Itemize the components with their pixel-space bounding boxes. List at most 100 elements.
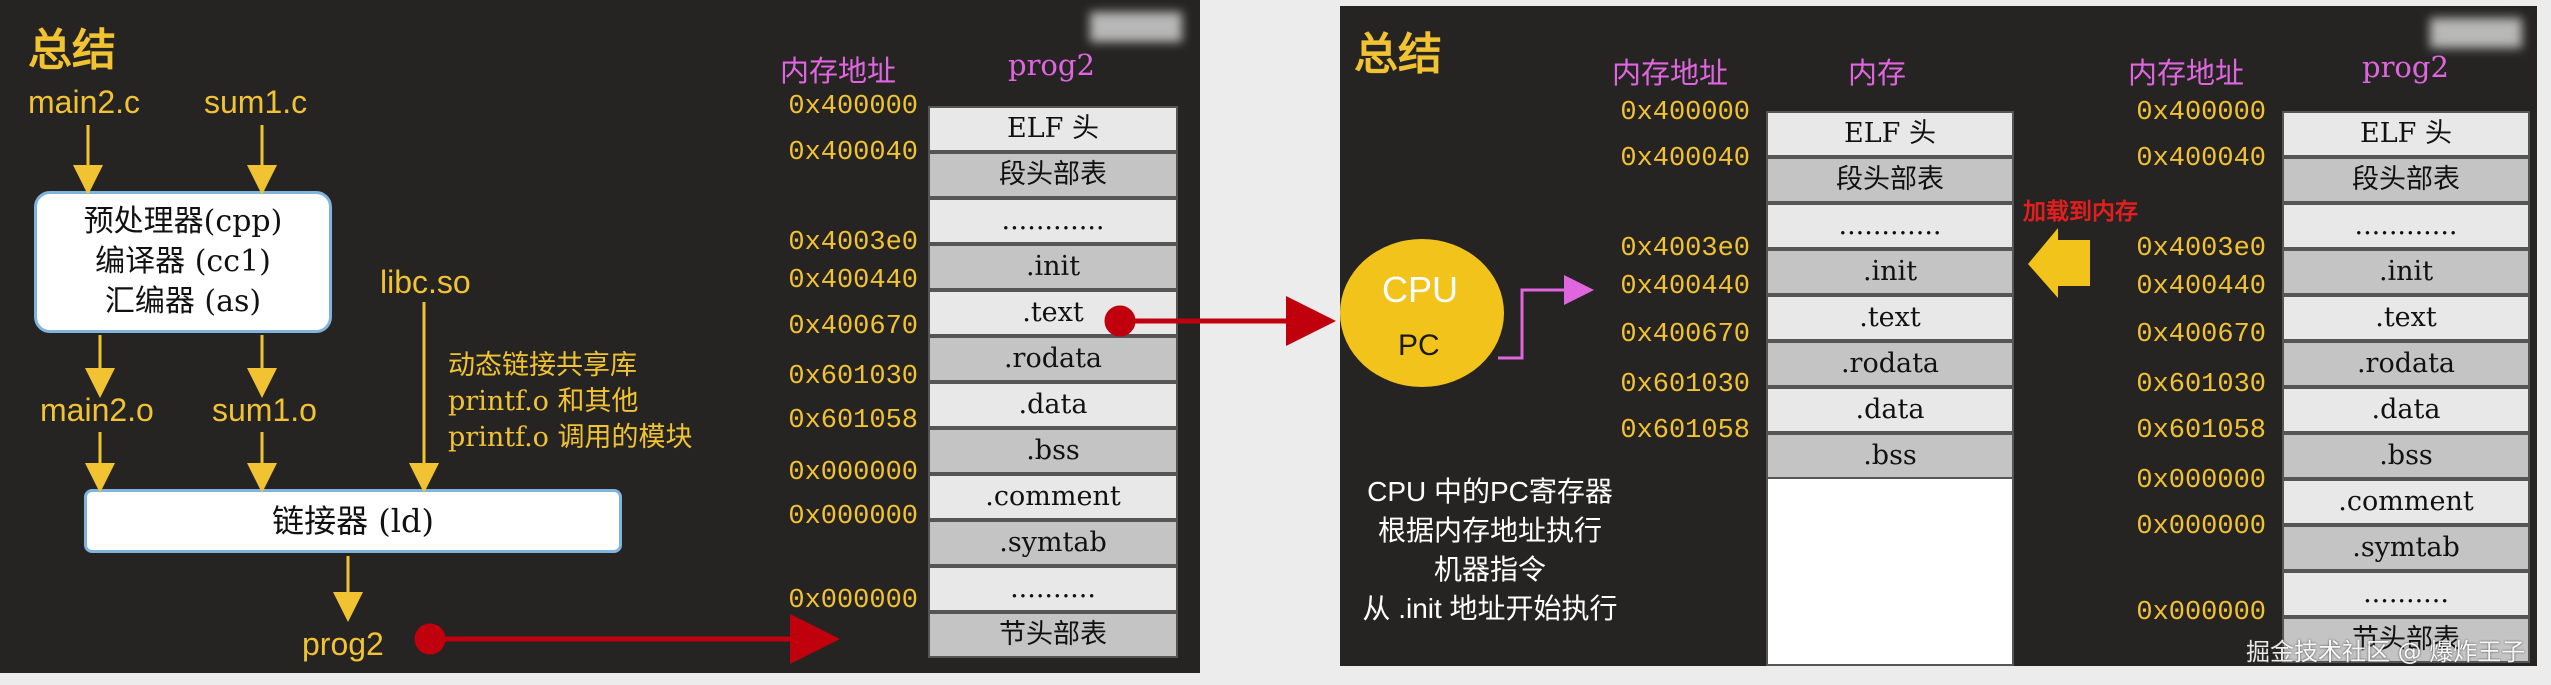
address-label: 0x400000 [1620, 98, 1750, 128]
sum1c-label: sum1.c [204, 84, 308, 120]
address-label: 0x400040 [2136, 144, 2266, 174]
section-row: ELF 头 [928, 106, 1178, 152]
address-label: 0x601030 [2136, 370, 2266, 400]
pc-arrow [1498, 275, 1594, 360]
cpu-circle: CPU PC [1340, 239, 1504, 387]
prog2-label: prog2 [302, 626, 384, 662]
watermark: 掘金技术社区 @ 爆炸王子 [2246, 638, 2526, 666]
section-row: .text [1766, 295, 2014, 341]
section-row: .comment [928, 474, 1178, 520]
section-row: ELF 头 [2282, 111, 2530, 157]
linker-label: 链接器 (ld) [272, 502, 434, 540]
dyn-line-3: printf.o 调用的模块 [448, 422, 693, 453]
cpu-note-3: 机器指令 [1433, 554, 1546, 585]
load-label: 加载到内存 [2023, 199, 2138, 225]
sum1o-label: sum1.o [212, 392, 317, 428]
address-label: 0x601030 [788, 362, 918, 392]
address-label: 0x400000 [788, 92, 918, 122]
main2c-label: main2.c [28, 84, 141, 120]
address-label: 0x400040 [788, 138, 918, 168]
section-row: 节头部表 [928, 612, 1178, 658]
main2o-label: main2.o [40, 392, 154, 428]
address-label: 0x601058 [2136, 416, 2266, 446]
left-slide: 总结 main2.c sum1.c 预处理器(cpp) 编译器 (cc1) 汇编… [0, 0, 1200, 673]
address-label: 0x400440 [1620, 272, 1750, 302]
cpu-note-2: 根据内存地址执行 [1377, 515, 1602, 546]
section-row: .comment [2282, 479, 2530, 525]
address-label: 0x4003e0 [788, 228, 918, 258]
section-row: .......... [2282, 571, 2530, 617]
right-title: 总结 [1354, 29, 1442, 80]
section-row: ............ [1766, 203, 2014, 249]
section-row: ............ [928, 198, 1178, 244]
compiler-line-2: 编译器 (cc1) [95, 244, 271, 279]
address-label: 0x601058 [788, 406, 918, 436]
section-row: .data [1766, 387, 2014, 433]
section-row: ELF 头 [1766, 111, 2014, 157]
address-label: 0x400440 [788, 266, 918, 296]
section-row: .init [928, 244, 1178, 290]
section-row: .bss [928, 428, 1178, 474]
libc-label: libc.so [380, 264, 471, 300]
section-row: 段头部表 [2282, 157, 2530, 203]
address-label: 0x000000 [2136, 598, 2266, 628]
pc-label: PC [1398, 329, 1440, 362]
dyn-line-2: printf.o 和其他 [448, 386, 639, 417]
load-arrow [2028, 228, 2090, 298]
section-row: .text [2282, 295, 2530, 341]
left-addr-header: 内存地址 [780, 54, 897, 88]
section-row: .symtab [2282, 525, 2530, 571]
section-row: .bss [1766, 433, 2014, 479]
right-slide: 总结 内存地址 内存 内存地址 prog2 CPU PC CPU 中的PC寄存器… [1340, 6, 2537, 666]
section-row: 段头部表 [1766, 157, 2014, 203]
cpu-note-1: CPU 中的PC寄存器 [1367, 476, 1613, 507]
section-row: .text [928, 290, 1178, 336]
address-label: 0x400040 [1620, 144, 1750, 174]
cpu-note: CPU 中的PC寄存器 根据内存地址执行 机器指令 从 .init 地址开始执行 [1340, 472, 1640, 628]
section-row: .rodata [1766, 341, 2014, 387]
address-label: 0x4003e0 [2136, 234, 2266, 264]
section-row: 节头部表 [2282, 617, 2530, 663]
compiler-line-1: 预处理器(cpp) [83, 204, 283, 239]
address-label: 0x400670 [788, 312, 918, 342]
prog-addr-header: 内存地址 [2128, 56, 2245, 90]
dyn-line-1: 动态链接共享库 [448, 350, 637, 381]
section-row: .init [1766, 249, 2014, 295]
section-row: .data [2282, 387, 2530, 433]
section-row: .bss [2282, 433, 2530, 479]
section-row: .rodata [928, 336, 1178, 382]
compiler-line-3: 汇编器 (as) [104, 284, 262, 319]
address-label: 0x000000 [788, 586, 918, 616]
address-label: 0x400670 [1620, 320, 1750, 350]
left-blur-logo [1090, 12, 1182, 42]
address-label: 0x000000 [2136, 512, 2266, 542]
cpu-label: CPU [1382, 269, 1459, 310]
compiler-box: 预处理器(cpp) 编译器 (cc1) 汇编器 (as) [34, 191, 332, 333]
cpu-note-4: 从 .init 地址开始执行 [1362, 593, 1618, 624]
section-row: .init [2282, 249, 2530, 295]
left-title: 总结 [28, 25, 116, 76]
section-row: .rodata [2282, 341, 2530, 387]
address-label: 0x601030 [1620, 370, 1750, 400]
right-prog-header: prog2 [2362, 50, 2449, 84]
address-label: 0x601058 [1620, 416, 1750, 446]
address-label: 0x000000 [788, 458, 918, 488]
left-prog-header: prog2 [1008, 48, 1095, 82]
section-row: ............ [2282, 203, 2530, 249]
mem-addr-header: 内存地址 [1612, 56, 1729, 90]
address-label: 0x400000 [2136, 98, 2266, 128]
section-row: .data [928, 382, 1178, 428]
memory-blank-area [1766, 477, 2014, 666]
linker-box: 链接器 (ld) [84, 489, 622, 553]
section-row: .......... [928, 566, 1178, 612]
address-label: 0x000000 [2136, 466, 2266, 496]
mem-header: 内存 [1848, 56, 1907, 90]
address-label: 0x400670 [2136, 320, 2266, 350]
address-label: 0x400440 [2136, 272, 2266, 302]
section-row: 段头部表 [928, 152, 1178, 198]
dyn-lib-note: 动态链接共享库 printf.o 和其他 printf.o 调用的模块 [448, 348, 693, 456]
section-row: .symtab [928, 520, 1178, 566]
address-label: 0x000000 [788, 502, 918, 532]
right-blur-logo [2430, 18, 2522, 48]
